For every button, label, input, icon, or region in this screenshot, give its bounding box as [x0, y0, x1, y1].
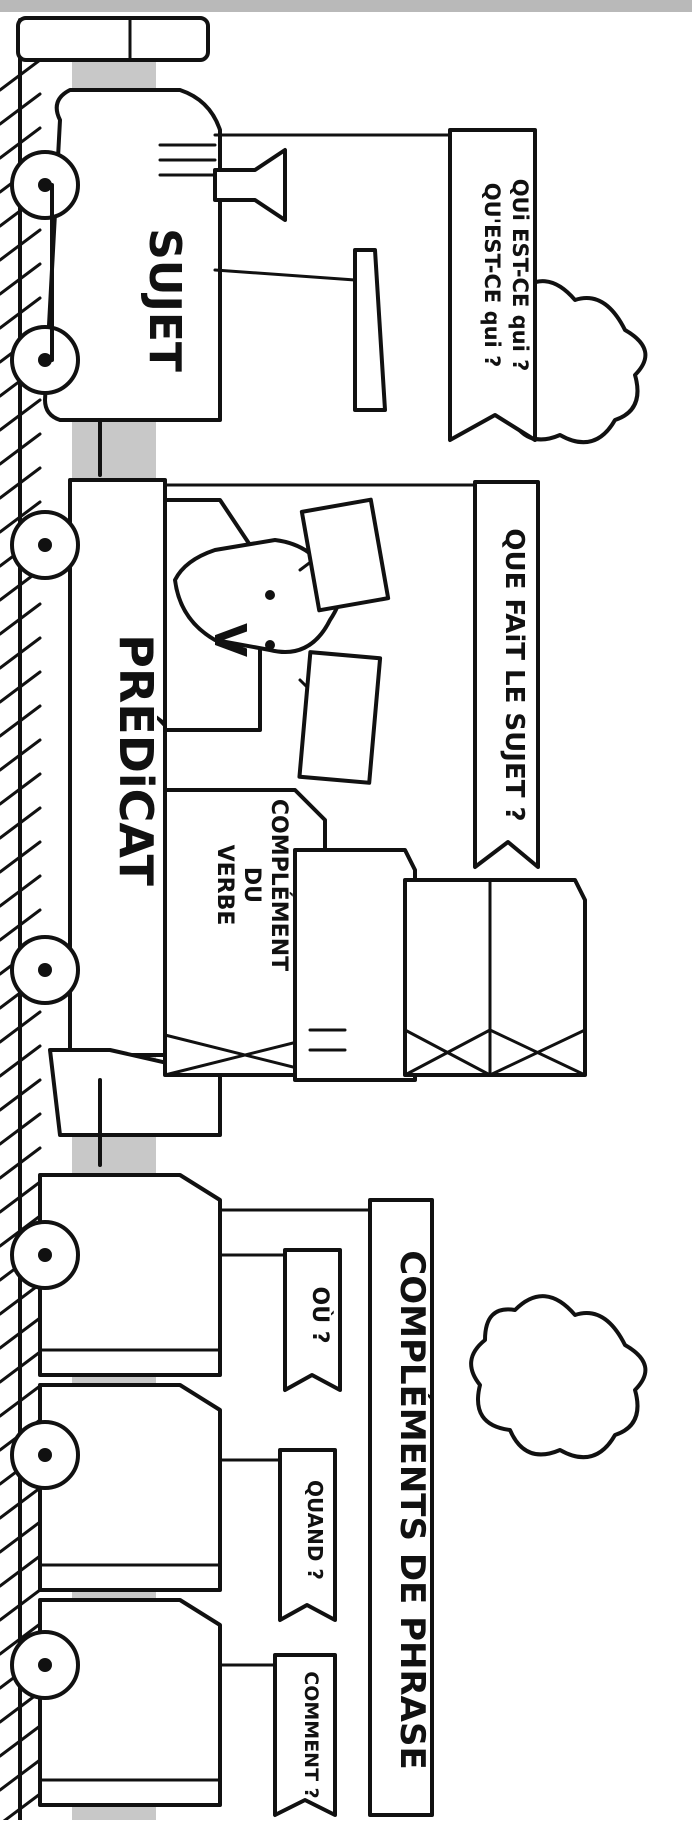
cargo-label-line-1: COMPLÉMENT [266, 799, 292, 971]
how-flag-label: COMMENT ? [300, 1671, 322, 1798]
where-flag: OÙ ? [220, 1250, 340, 1390]
subject-question-line-1: QUi EST-CE qui ? [508, 179, 532, 372]
verb-character: V [165, 500, 388, 783]
predicate-question: QUE FAiT LE SUJET ? [499, 528, 529, 821]
predicate-label: PRÉDiCAT [109, 634, 163, 886]
cargo-label-line-3: VERBE [212, 845, 237, 926]
cargo-label-line-2: DU [239, 867, 264, 903]
when-flag: QUAND ? [220, 1450, 335, 1620]
how-flag: COMMENT ? [220, 1655, 335, 1815]
when-flag-label: QUAND ? [303, 1480, 327, 1580]
top-border [0, 0, 692, 12]
phrase-complement-wagons [12, 1175, 220, 1805]
subject-question-line-2: QU'EST-CE qui ? [480, 183, 504, 368]
locomotive: SUJET [12, 18, 385, 475]
phrase-complements-title: COMPLÉMENTS DE PHRASE [392, 1250, 433, 1769]
railway-track [0, 20, 40, 1820]
locomotive-label: SUJET [139, 228, 190, 372]
verb-letter: V [204, 623, 255, 657]
cloud-icon [471, 1296, 645, 1457]
where-flag-label: OÙ ? [307, 1287, 333, 1344]
